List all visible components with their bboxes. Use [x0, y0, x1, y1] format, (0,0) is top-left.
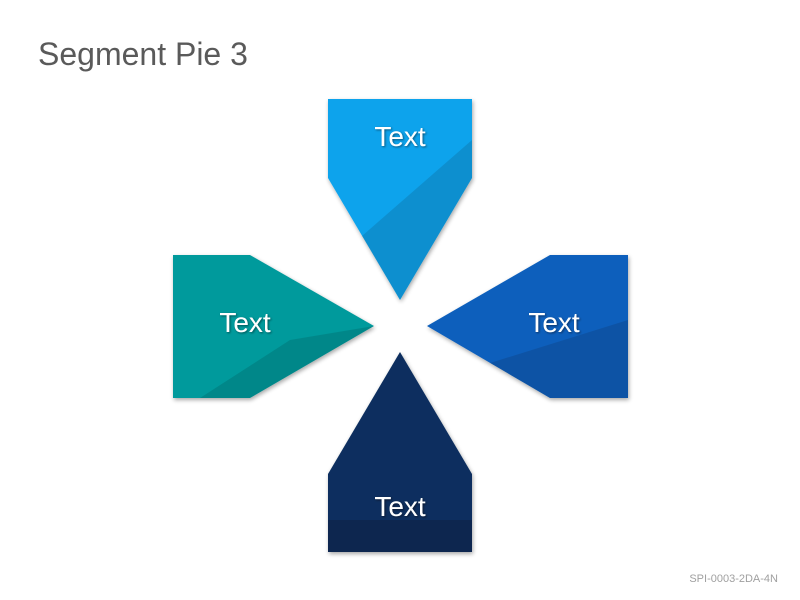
segment-left: Text [173, 255, 374, 398]
segment-left-shape [173, 255, 374, 398]
segment-top-label: Text [374, 121, 426, 152]
segment-right-label: Text [528, 307, 580, 338]
segment-bottom: Text [328, 352, 472, 552]
segment-left-shade [200, 326, 374, 398]
segment-bottom-shade [328, 520, 472, 552]
document-code: SPI-0003-2DA-4N [689, 573, 778, 585]
page-title: Segment Pie 3 [38, 36, 248, 72]
segment-top: Text [328, 99, 472, 300]
segment-right: Text [427, 255, 628, 398]
segment-left-label: Text [219, 307, 271, 338]
segment-top-shade [362, 140, 472, 300]
segment-bottom-label: Text [374, 491, 426, 522]
segment-bottom-shape [328, 352, 472, 552]
segment-top-shape [328, 99, 472, 300]
segment-right-shade [490, 320, 628, 398]
